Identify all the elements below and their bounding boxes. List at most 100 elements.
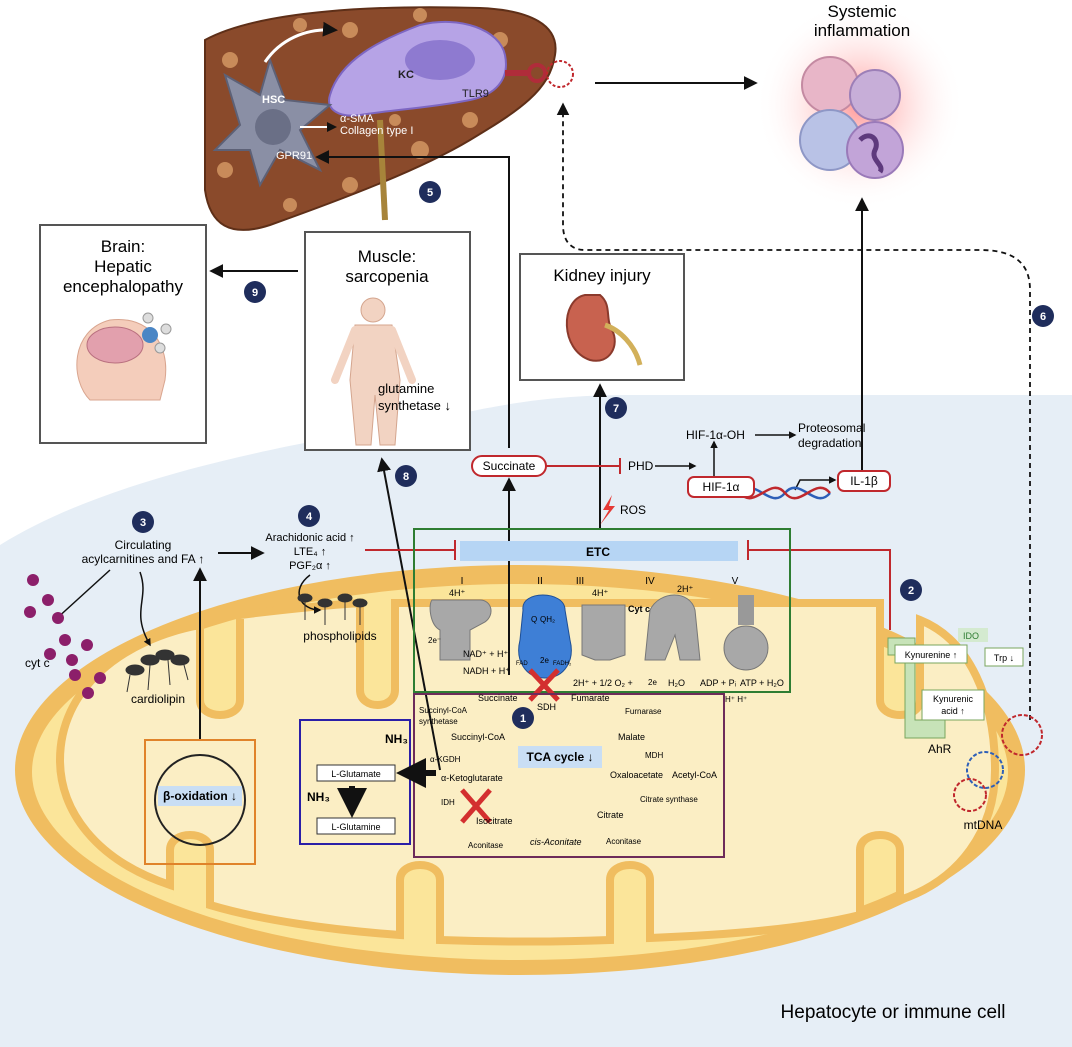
- hif1a-pill: [687, 476, 755, 498]
- nad-label: NAD⁺ + H⁺: [463, 649, 509, 659]
- step-8: 8: [403, 471, 409, 483]
- mtdna-ring-icon: [546, 60, 574, 88]
- brain-title-1: Brain:: [101, 237, 145, 256]
- etc-bar: [460, 541, 738, 561]
- gpr91-label: GPR91: [276, 150, 312, 162]
- tlr9-label: TLR9: [462, 88, 489, 100]
- step-2: 2: [908, 585, 914, 597]
- step-9: 9: [252, 287, 258, 299]
- brain-title-2: Hepatic: [94, 257, 152, 276]
- mtdna-label: mtDNA: [964, 818, 1003, 832]
- e2a-label: 2e⁻: [428, 636, 441, 645]
- step-3: 3: [140, 517, 146, 529]
- circulating-label-2: acylcarnitines and FA ↑: [82, 552, 205, 566]
- immune-cells-icon: [799, 56, 904, 179]
- tca-aconitase2: Aconitase: [468, 841, 504, 850]
- ros-lightning-icon: [600, 495, 615, 525]
- tca-cisaconitate: cis-Aconitate: [530, 837, 582, 847]
- arachidonic-label: Arachidonic acid ↑: [265, 532, 354, 544]
- e2c-label: 2e: [648, 678, 657, 687]
- succinate-label: Succinate: [483, 459, 536, 473]
- muscle-title-1: Muscle:: [358, 247, 417, 266]
- phospholipids-label: phospholipids: [303, 629, 376, 643]
- kc-label: KC: [398, 69, 414, 81]
- arrow-akg-to-muscle: [377, 457, 441, 771]
- idh-cross-b: [460, 788, 492, 824]
- tca-mdh: MDH: [645, 751, 663, 760]
- cytc-outer-label: cyt c: [25, 656, 50, 670]
- tlr9-receptor-icon: [505, 63, 547, 83]
- cytc-dots: [24, 574, 106, 699]
- atp-label: ATP + H₂O: [740, 678, 784, 688]
- trp-box: [984, 647, 1024, 667]
- fadh2-label: FADH₂: [553, 661, 572, 667]
- asma-label: α-SMA: [340, 113, 375, 125]
- brain-title-3: encephalopathy: [63, 277, 184, 296]
- tca-scs1: Succinyl-CoA: [419, 706, 468, 715]
- adp-label: ADP + Pᵢ: [700, 678, 736, 688]
- complex-III-label: III: [576, 576, 584, 587]
- succinate-pill: [471, 455, 547, 477]
- hif-oh-label: HIF-1α-OH: [686, 428, 745, 442]
- kidney-title: Kidney injury: [553, 266, 651, 285]
- tca-citrate: Citrate: [597, 810, 624, 820]
- cardiolipin-icon: [125, 649, 190, 693]
- cytc-etc-label: Cyt c: [628, 604, 650, 614]
- beta-ox-label: β-oxidation ↓: [163, 789, 237, 803]
- step-4: 4: [306, 511, 313, 523]
- q-label: Q: [531, 615, 537, 624]
- mtdna-icon: [953, 714, 1043, 812]
- inhibition-lines: [365, 458, 891, 630]
- kynurenic-acid-box: [921, 689, 985, 721]
- hsc-label: HSC: [262, 94, 285, 106]
- tca-fumarate: Fumarate: [571, 693, 610, 703]
- kyn-acid-label-1: Kynurenic: [933, 694, 974, 704]
- complex-I-label: I: [461, 576, 464, 587]
- hepatic-stellate-cell: [212, 56, 333, 188]
- tca-acetylcoa: Acetyl-CoA: [672, 770, 717, 780]
- ahr-label: AhR: [928, 742, 952, 756]
- muscle-title-2: sarcopenia: [345, 267, 429, 286]
- nh3-a-label: NH₃: [385, 732, 408, 746]
- step-circles: [132, 181, 1054, 729]
- kupffer-cell: [328, 20, 507, 117]
- ido-label: IDO: [963, 631, 979, 641]
- complex-I-icon: [429, 599, 492, 661]
- kynurenine-label: Kynurenine ↑: [905, 650, 958, 660]
- complex-II-icon: [518, 594, 572, 679]
- step-7: 7: [613, 403, 619, 415]
- o2-label: 2H⁺ + 1/2 O₂ +: [573, 678, 633, 688]
- complex-II-label: II: [537, 576, 543, 587]
- step-1: 1: [520, 713, 526, 725]
- beta-oxidation-label-bg: [158, 786, 242, 806]
- trp-label: Trp ↓: [994, 653, 1014, 663]
- ros-label: ROS: [620, 503, 646, 517]
- complex-III-icon: [581, 604, 626, 661]
- text-layer: HSC KC TLR9 α-SMA Collagen type I GPR91 …: [25, 2, 1046, 1023]
- phd-label: PHD: [628, 459, 654, 473]
- arrow-to-cytc: [53, 569, 111, 622]
- nh3-b-label: NH₃: [307, 790, 330, 804]
- etc-label: ETC: [586, 545, 610, 559]
- complex-IV-label: IV: [645, 576, 655, 587]
- h4b-label: 4H⁺: [592, 588, 609, 598]
- collagen-label: Collagen type I: [340, 125, 413, 137]
- tca-citrate-synthase: Citrate synthase: [640, 795, 698, 804]
- glutamine-label: L-Glutamine: [331, 822, 380, 832]
- systemic-title-2: inflammation: [814, 21, 910, 40]
- tca-sdh: SDH: [537, 702, 556, 712]
- human-body-icon: [331, 297, 416, 446]
- circulating-label-1: Circulating: [115, 538, 172, 552]
- glutamate-box: [316, 764, 396, 782]
- cardiolipin-label: cardiolipin: [131, 692, 185, 706]
- tca-aconitase1: Aconitase: [606, 837, 642, 846]
- hh-label: H⁺ H⁺: [725, 695, 747, 704]
- lte4-label: LTE₄ ↑: [294, 546, 326, 558]
- tca-fumarase: Furnarase: [625, 707, 662, 716]
- tca-title-bg: [518, 746, 602, 768]
- il1b-pill: [837, 470, 891, 492]
- brain-head-icon: [76, 312, 172, 401]
- e2b-label: 2e: [540, 656, 549, 665]
- tca-akgdh: α-KGDH: [430, 755, 461, 764]
- h2o-label: H₂O: [668, 678, 685, 688]
